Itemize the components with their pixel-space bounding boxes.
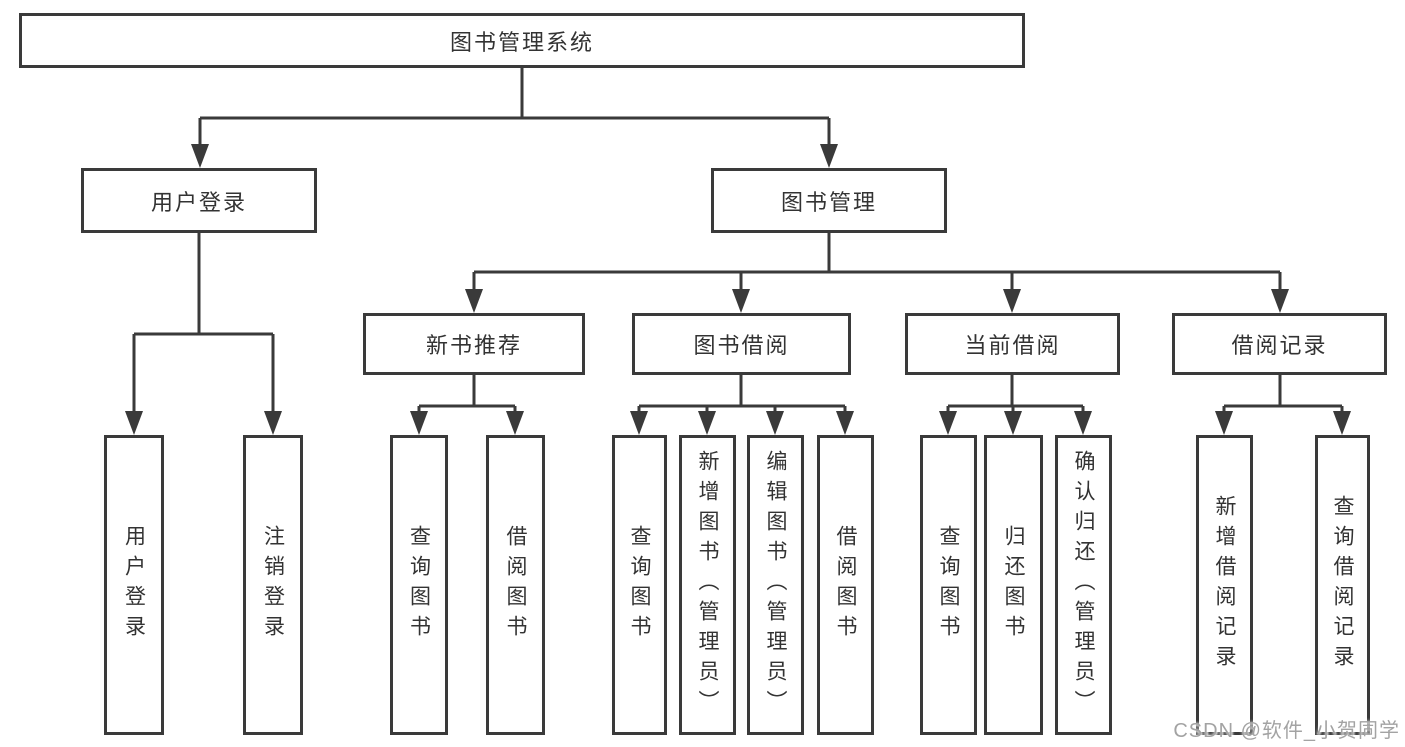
leaf-label: 查询图书 — [407, 525, 431, 645]
node-label: 图书管理系统 — [449, 29, 594, 55]
edge-currentborrow-split — [946, 375, 1085, 411]
leaf-label: 编辑图书（管理员） — [764, 450, 787, 720]
edge-borrowrecords-split — [1222, 375, 1344, 411]
leaf-return-books: 归还图书 — [984, 435, 1043, 735]
leaf-borrow-books-2: 借阅图书 — [817, 435, 874, 735]
leaf-label: 注销登录 — [261, 525, 285, 645]
edge-root-split — [198, 68, 831, 144]
leaf-label: 查询图书 — [628, 525, 651, 645]
leaf-label: 用户登录 — [122, 525, 146, 645]
csdn-watermark: CSDN @软件_小贺同学 — [1173, 720, 1400, 742]
node-current-borrowing: 当前借阅 — [905, 313, 1120, 375]
leaf-query-books-2: 查询图书 — [612, 435, 667, 735]
node-book-borrowing: 图书借阅 — [632, 313, 851, 375]
node-label: 借阅记录 — [1231, 333, 1328, 358]
node-label: 用户登录 — [150, 189, 247, 215]
node-label: 当前借阅 — [964, 333, 1061, 358]
edge-bookmgmt-split — [472, 233, 1282, 289]
node-borrow-records: 借阅记录 — [1172, 313, 1387, 375]
leaf-label: 查询图书 — [937, 525, 960, 645]
leaf-add-books-admin: 新增图书（管理员） — [679, 435, 736, 735]
leaf-label: 借阅图书 — [504, 525, 527, 645]
leaf-user-login: 用户登录 — [104, 435, 164, 735]
leaf-label: 归还图书 — [1002, 525, 1025, 645]
node-label: 图书借阅 — [693, 333, 790, 358]
edge-bookborrow-split — [637, 375, 847, 411]
leaf-label: 借阅图书 — [834, 525, 857, 645]
leaf-label: 查询借阅记录 — [1331, 495, 1354, 675]
leaf-edit-books-admin: 编辑图书（管理员） — [747, 435, 804, 735]
arrowheads — [125, 144, 1351, 435]
node-book-management: 图书管理 — [711, 168, 947, 233]
node-user-login: 用户登录 — [81, 168, 317, 233]
leaf-query-borrow-record: 查询借阅记录 — [1315, 435, 1370, 735]
edge-userlogin-split — [132, 233, 275, 411]
leaf-confirm-return-admin: 确认归还（管理员） — [1055, 435, 1112, 735]
leaf-label: 新增借阅记录 — [1213, 495, 1236, 675]
node-label: 图书管理 — [780, 189, 877, 215]
leaf-label: 新增图书（管理员） — [696, 450, 719, 720]
leaf-logout: 注销登录 — [243, 435, 303, 735]
node-new-book-recommend: 新书推荐 — [363, 313, 585, 375]
leaf-label: 确认归还（管理员） — [1072, 450, 1095, 720]
edge-newbookrec-split — [417, 375, 517, 411]
leaf-add-borrow-record: 新增借阅记录 — [1196, 435, 1253, 735]
node-label: 新书推荐 — [425, 333, 522, 358]
leaf-query-books-3: 查询图书 — [920, 435, 977, 735]
leaf-query-books-1: 查询图书 — [390, 435, 448, 735]
node-library-system: 图书管理系统 — [19, 13, 1025, 68]
leaf-borrow-books-1: 借阅图书 — [486, 435, 545, 735]
